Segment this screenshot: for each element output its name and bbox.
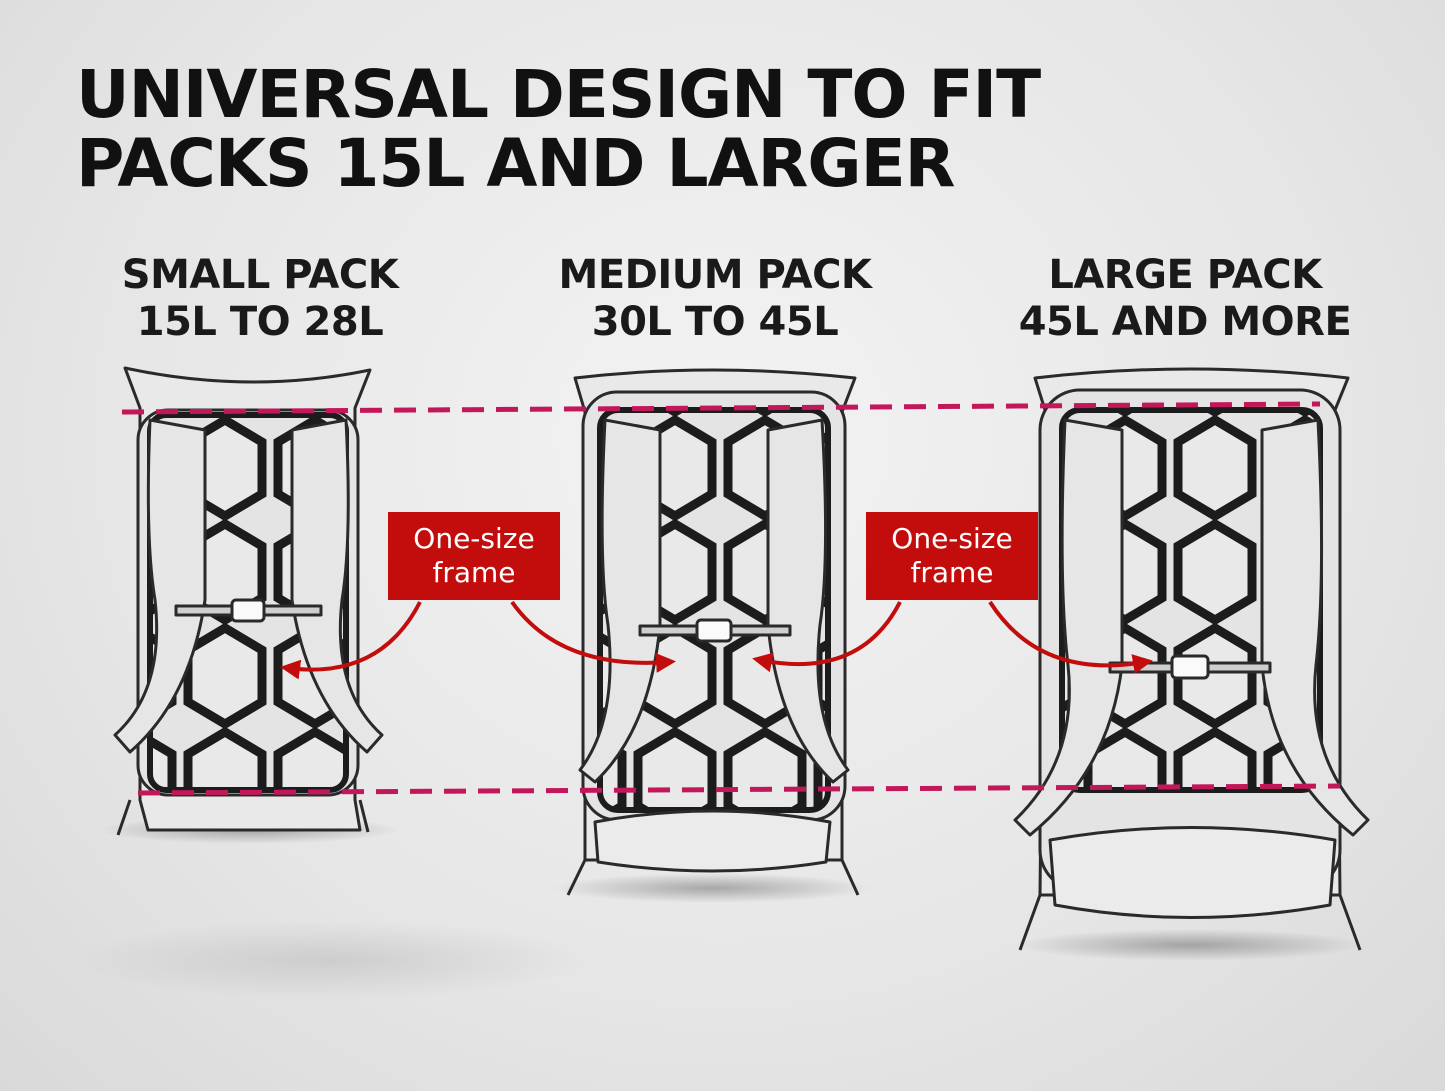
callout-1-arrow-left xyxy=(280,601,422,680)
small-pack-label: SMALL PACK 15L TO 28L xyxy=(90,252,430,346)
headline-line-2: PACKS 15L AND LARGER xyxy=(76,125,955,203)
callout-2-line-2: frame xyxy=(910,556,994,590)
small-pack-name: SMALL PACK xyxy=(121,252,399,298)
large-pack-shadow xyxy=(1015,929,1365,961)
large-pack-range: 45L AND MORE xyxy=(1018,299,1352,346)
callout-2-line-1: One-size xyxy=(891,522,1013,555)
headline: UNIVERSAL DESIGN TO FIT PACKS 15L AND LA… xyxy=(76,56,1041,203)
one-size-frame-callout-2: One-size frame xyxy=(866,512,1038,601)
headline-line-1: UNIVERSAL DESIGN TO FIT xyxy=(76,56,1041,133)
small-pack-range: 15L TO 28L xyxy=(136,299,384,346)
medium-pack-label: MEDIUM PACK 30L TO 45L xyxy=(530,252,900,346)
callout-2-arrow-left xyxy=(752,601,902,673)
backpack-large-icon xyxy=(1013,367,1370,951)
medium-pack-name: MEDIUM PACK xyxy=(558,252,872,298)
callout-2-arrow-right xyxy=(988,600,1153,674)
callout-1-arrow-right xyxy=(510,600,676,673)
backpack-small-icon xyxy=(113,366,384,836)
large-pack-label: LARGE PACK 45L AND MORE xyxy=(995,252,1375,346)
top-guide-line xyxy=(121,401,1321,415)
large-pack-name: LARGE PACK xyxy=(1048,252,1322,298)
medium-pack-shadow xyxy=(552,873,872,903)
foreground-shadow xyxy=(70,920,590,1000)
backpack-medium-icon xyxy=(566,368,860,896)
bottom-guide-line xyxy=(137,783,1341,796)
medium-pack-range: 30L TO 45L xyxy=(591,299,839,346)
callout-1-line-1: One-size xyxy=(413,522,535,555)
callout-1-line-2: frame xyxy=(432,556,516,590)
one-size-frame-callout-1: One-size frame xyxy=(388,512,560,601)
